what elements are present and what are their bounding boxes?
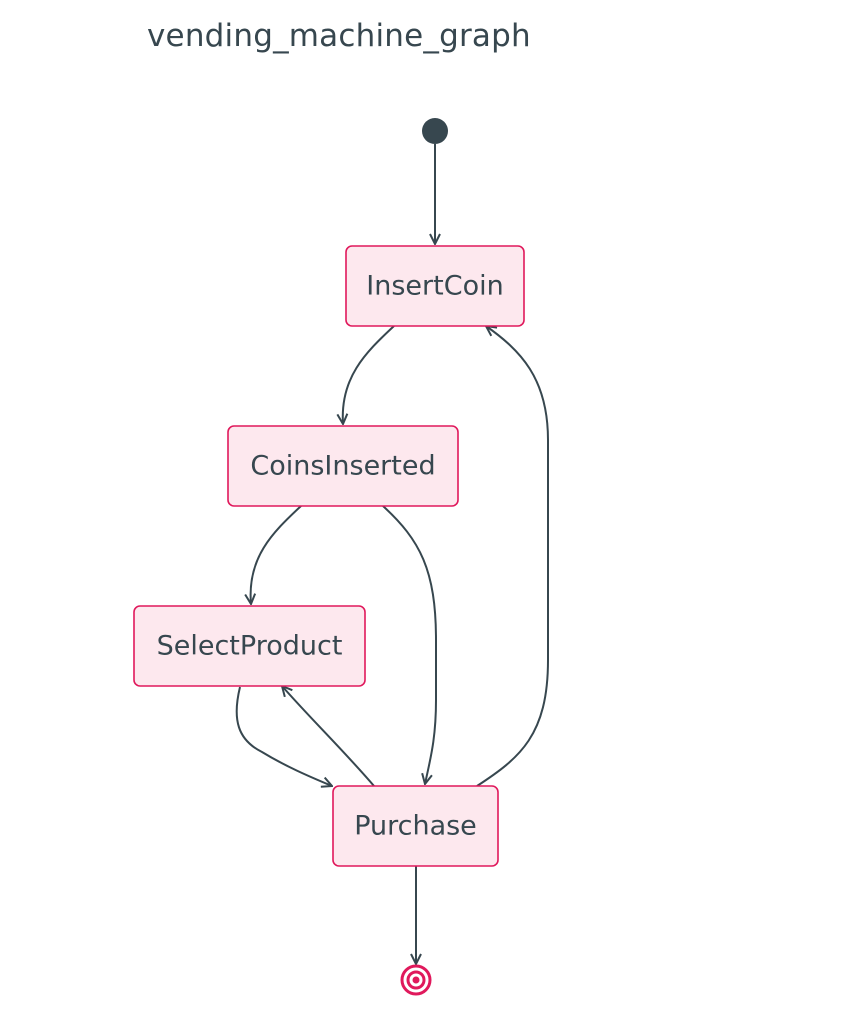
- transition-coinsinserted-to-purchase: [382, 505, 437, 784]
- transition-coinsinserted-to-selectproduct: [251, 505, 302, 604]
- state-insertcoin-label: InsertCoin: [366, 271, 503, 302]
- state-coinsinserted: CoinsInserted: [227, 425, 459, 507]
- transition-purchase-to-insertcoin: [476, 326, 549, 787]
- transition-insertcoin-to-coinsinserted: [343, 325, 395, 424]
- state-purchase-label: Purchase: [354, 811, 477, 842]
- state-purchase: Purchase: [332, 785, 499, 867]
- transition-purchase-to-selectproduct: [282, 686, 375, 787]
- state-selectproduct: SelectProduct: [133, 605, 366, 687]
- state-coinsinserted-label: CoinsInserted: [250, 451, 435, 482]
- transition-selectproduct-to-purchase: [235, 686, 332, 786]
- start-state-marker: [422, 118, 448, 144]
- end-state-marker: [400, 964, 432, 996]
- state-selectproduct-label: SelectProduct: [157, 631, 343, 662]
- diagram-title: vending_machine_graph: [147, 18, 531, 54]
- state-insertcoin: InsertCoin: [345, 245, 525, 327]
